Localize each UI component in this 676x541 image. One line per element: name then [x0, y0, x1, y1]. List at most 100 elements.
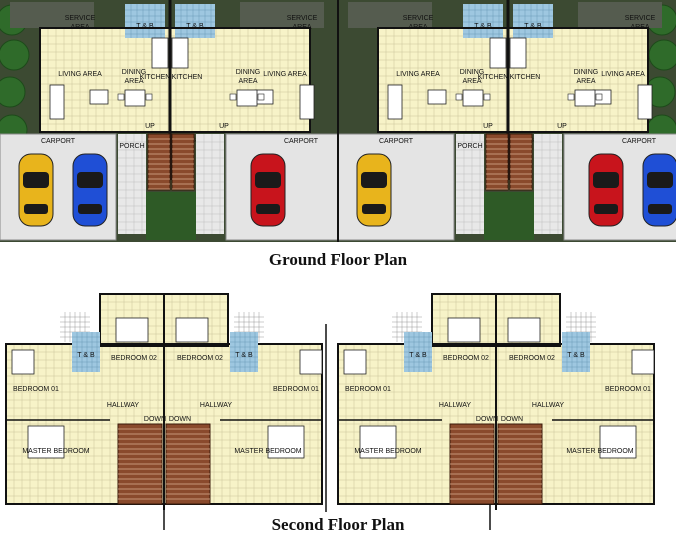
ground-pair-2-service-area-left	[348, 2, 432, 28]
second-pair-1-bed-02	[115, 317, 149, 343]
ground-pair-2-car-yellow	[356, 153, 392, 227]
ground-pair-1-dining-label: DINING	[122, 69, 147, 76]
ground-pair-1-porch-label: PORCH	[119, 143, 144, 150]
ground-pair-1-stair-right	[171, 133, 195, 191]
second-pair-2-master-bed	[359, 425, 397, 459]
second-pair-1-bedroom02-label: BEDROOM 02	[177, 355, 223, 362]
ground-pair-2-porch-label: PORCH	[457, 143, 482, 150]
ground-pair-1-car-blue-body	[72, 153, 108, 227]
second-pair-1-down-label: DOWN	[169, 416, 191, 423]
ground-pair-1-tb-left-fill	[125, 4, 165, 38]
second-pair-2-bed-02	[447, 317, 481, 343]
second-pair-2-hallway-label: HALLWAY	[439, 402, 471, 409]
ground-pair-1-service-area-left	[10, 2, 94, 28]
second-pair-1-bed-01	[11, 349, 35, 375]
ground-pair-2-car-red	[588, 153, 624, 227]
ground-pair-2-sofa-left	[387, 84, 403, 120]
ground-pair-1-living-label: LIVING AREA	[263, 71, 307, 78]
ground-pair-1-service-label: SERVICE	[65, 15, 96, 22]
ground-pair-1-car-red-body	[250, 153, 286, 227]
second-pair-1-bed-02	[175, 317, 209, 343]
ground-pair-2-kitchen-counter-right	[509, 37, 527, 69]
ground-pair-2-up-label: UP	[557, 123, 567, 130]
ground-pair-2-kitchen-counter-left	[489, 37, 507, 69]
second-pair-2-stair-right	[497, 423, 543, 505]
second-pair-1-stair-left	[117, 423, 163, 505]
ground-pair-2-service-label: SERVICE	[625, 15, 656, 22]
ground-pair-2-dining-table-left	[462, 89, 484, 107]
second-pair-1-bedroom02-label: BEDROOM 02	[111, 355, 157, 362]
second-pair-2-master-bed	[599, 425, 637, 459]
ground-pair-2-tb-label: T & B	[474, 23, 492, 30]
ground-pair-1-porch-left-fill	[118, 134, 146, 234]
second-pair-1-master-bed	[27, 425, 65, 459]
ground-pair-2-car-red-rear-window	[594, 204, 618, 214]
second-pair-2-master-label: MASTER BEDROOM	[354, 448, 421, 455]
ground-pair-2-chair	[595, 93, 603, 101]
ground-pair-2-car-blue	[642, 153, 676, 227]
second-pair-2-tb-label: T & B	[409, 352, 427, 359]
ground-pair-2-car-blue-windshield	[647, 172, 673, 188]
ground-pair-2-kitchen-label: KITCHEN	[510, 74, 541, 81]
ground-pair-2-stair-right-body	[509, 133, 533, 191]
ground-pair-2-sofa-right	[637, 84, 653, 120]
ground-pair-1-sofa-left	[49, 84, 65, 120]
ground-pair-2-stair-left-body	[485, 133, 509, 191]
ground-pair-1-service-label: SERVICE	[287, 15, 318, 22]
ground-pair-1-tb-left	[125, 4, 165, 38]
ground-pair-2-outer-wall	[377, 27, 649, 133]
ground-pair-1-outer-wall	[39, 27, 311, 133]
ground-pair-2-tb-right	[513, 4, 553, 38]
ground-pair-2-dining-label: AREA	[462, 78, 481, 85]
ground-pair-2-chair	[483, 93, 491, 101]
ground-pair-2-living-label: LIVING AREA	[601, 71, 645, 78]
second-pair-1-master-bed	[267, 425, 305, 459]
ground-pair-2-carport-left	[337, 133, 455, 241]
ground-pair-1-kitchen-counter-right	[171, 37, 189, 69]
ground-pair-1-dining-label: DINING	[236, 69, 261, 76]
tree	[0, 76, 26, 108]
second-pair-1-hallway-label: HALLWAY	[107, 402, 139, 409]
ground-pair-1-car-yellow-rear-window	[24, 204, 48, 214]
second-pair-1-tb-label: T & B	[77, 352, 95, 359]
second-pair-1-tb-right	[230, 332, 258, 372]
ground-pair-2-chair	[455, 93, 463, 101]
ground-pair-1-living-label: LIVING AREA	[58, 71, 102, 78]
ground-pair-1-car-yellow-body	[18, 153, 54, 227]
ground-pair-1-dining-label: AREA	[124, 78, 143, 85]
second-pair-2-tb-right	[562, 332, 590, 372]
ground-pair-2-car-blue-body	[642, 153, 676, 227]
ground-pair-1-dining-table-right	[236, 89, 258, 107]
second-pair-1-bed-01	[299, 349, 323, 375]
ground-pair-2-garden	[484, 192, 534, 240]
second-pair-2-bed-02	[507, 317, 541, 343]
second-pair-2-down-label: DOWN	[501, 416, 523, 423]
tree	[648, 39, 676, 71]
ground-pair-1-coffee-table-left	[89, 89, 109, 105]
ground-pair-2-car-yellow-windshield	[361, 172, 387, 188]
ground-pair-1-stair-right-body	[171, 133, 195, 191]
second-pair-2-tb-label: T & B	[567, 352, 585, 359]
ground-pair-1-car-yellow	[18, 153, 54, 227]
ground-pair-1-chair	[117, 93, 125, 101]
second-pair-2-bed-01	[631, 349, 655, 375]
ground-pair-2-kitchen-label: KITCHEN	[478, 74, 509, 81]
second-pair-2-bedroom02-label: BEDROOM 02	[443, 355, 489, 362]
ground-pair-1-stair-left-body	[147, 133, 171, 191]
second-pair-2-hallway-label: HALLWAY	[532, 402, 564, 409]
ground-pair-1-car-blue-rear-window	[78, 204, 102, 214]
second-pair-2-tb-left	[404, 332, 432, 372]
ground-pair-1-tb-right	[175, 4, 215, 38]
second-pair-1-master-label: MASTER BEDROOM	[22, 448, 89, 455]
ground-pair-1-chair	[145, 93, 153, 101]
tree	[0, 39, 30, 71]
ground-pair-2-car-red-windshield	[593, 172, 619, 188]
ground-pair-2-carport-label: CARPORT	[379, 138, 414, 145]
ground-pair-1-car-red-windshield	[255, 172, 281, 188]
ground-pair-2-stair-left	[485, 133, 509, 191]
ground-pair-2-carport-label: CARPORT	[622, 138, 657, 145]
ground-pair-2-dining-label: DINING	[574, 69, 599, 76]
ground-pair-1-chair	[257, 93, 265, 101]
ground-pair-1-stair-left	[147, 133, 171, 191]
